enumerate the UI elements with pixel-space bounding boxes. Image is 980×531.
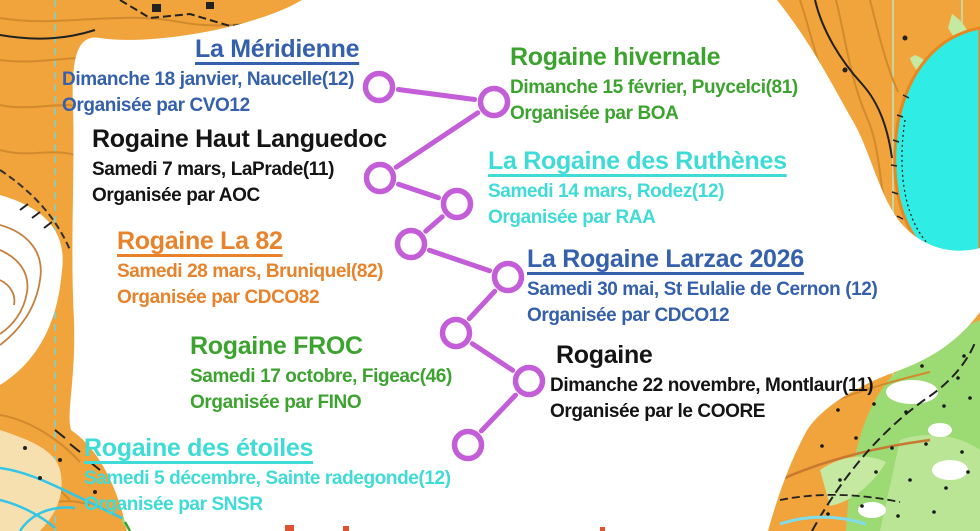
control-circle	[439, 316, 473, 350]
event-title: Rogaine La 82	[117, 227, 283, 255]
event-title: Rogaine des étoiles	[84, 434, 314, 462]
event-block-la-meridienne: La Méridienne Dimanche 18 janvier, Nauce…	[62, 34, 360, 119]
event-organizer: Organisée par AOC	[92, 185, 260, 206]
event-title: Rogaine FROC	[190, 332, 363, 360]
course-leg-line	[395, 181, 442, 201]
control-circle	[394, 227, 428, 261]
control-circle	[512, 364, 546, 398]
course-leg-line	[478, 392, 519, 434]
control-circle	[477, 85, 511, 119]
event-title: Rogaine hivernale	[510, 43, 721, 71]
course-leg-line	[466, 288, 498, 322]
event-title: La Rogaine des Ruthènes	[488, 147, 787, 175]
event-title: Rogaine	[556, 341, 653, 369]
event-date: Samedi 14 mars, Rodez(12)	[488, 181, 725, 202]
white-overlay	[69, 0, 980, 531]
event-block-rogaine-montlaur: Rogaine Dimanche 22 novembre, Montlaur(1…	[550, 340, 874, 425]
control-circle	[363, 161, 397, 195]
event-organizer: Organisée par CVO12	[62, 95, 250, 116]
control-circle	[451, 428, 485, 462]
map-open-land-left	[0, 169, 71, 385]
course-leg-line	[423, 214, 445, 234]
event-block-rogaine-la-82: Rogaine La 82 Samedi 28 mars, Bruniquel(…	[117, 226, 384, 311]
event-date: Samedi 30 mai, St Eulalie de Cernon (12)	[527, 279, 878, 300]
event-date: Samedi 28 mars, Bruniquel(82)	[117, 261, 384, 282]
course-leg-line	[426, 247, 493, 274]
control-circle	[440, 187, 474, 221]
cutoff-text-remnants	[123, 521, 605, 531]
event-block-rogaine-haut-languedoc: Rogaine Haut Languedoc Samedi 7 mars, La…	[92, 124, 387, 209]
map-bottom-right	[779, 317, 980, 531]
event-title: Rogaine Haut Languedoc	[92, 125, 387, 153]
event-block-rogaine-hivernale: Rogaine hivernale Dimanche 15 février, P…	[510, 42, 798, 127]
event-date: Samedi 5 décembre, Sainte radegonde(12)	[84, 468, 451, 489]
event-block-rogaine-froc: Rogaine FROC Samedi 17 octobre, Figeac(4…	[190, 331, 452, 416]
event-date: Dimanche 15 février, Puycelci(81)	[510, 77, 798, 98]
event-date: Samedi 17 octobre, Figeac(46)	[190, 366, 452, 387]
course-leg-line	[395, 87, 478, 102]
event-organizer: Organisée par FINO	[190, 392, 362, 413]
course-leg-line	[393, 110, 481, 170]
event-organizer: Organisée par CDCO82	[117, 287, 320, 308]
control-circle	[491, 260, 525, 294]
event-title: La Méridienne	[195, 35, 360, 63]
event-organizer: Organisée par BOA	[510, 103, 679, 124]
event-organizer: Organisée par le COORE	[550, 401, 766, 422]
event-block-rogaine-des-etoiles: Rogaine des étoiles Samedi 5 décembre, S…	[84, 433, 451, 518]
event-organizer: Organisée par CDCO12	[527, 305, 730, 326]
course-leg-line	[469, 341, 516, 373]
event-organizer: Organisée par RAA	[488, 207, 656, 228]
event-title: La Rogaine Larzac 2026	[527, 245, 804, 273]
event-date: Dimanche 18 janvier, Naucelle(12)	[62, 69, 355, 90]
event-block-rogaine-des-ruthenes: La Rogaine des Ruthènes Samedi 14 mars, …	[488, 146, 787, 231]
control-circle	[362, 70, 396, 104]
event-organizer: Organisée par SNSR	[84, 494, 263, 515]
event-block-rogaine-larzac-2026: La Rogaine Larzac 2026 Samedi 30 mai, St…	[527, 244, 878, 329]
event-date: Samedi 7 mars, LaPrade(11)	[92, 159, 335, 180]
event-date: Dimanche 22 novembre, Montlaur(11)	[550, 375, 874, 396]
